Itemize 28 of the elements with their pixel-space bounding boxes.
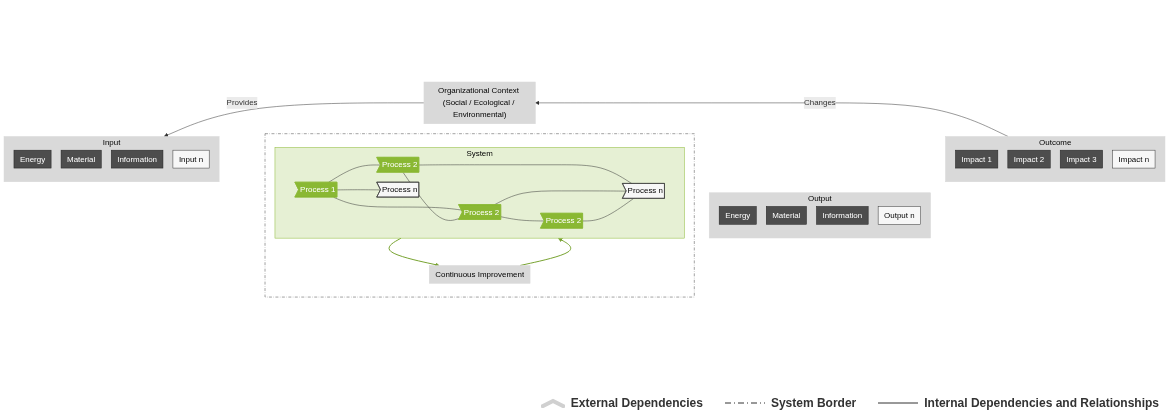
node-box (13, 150, 52, 169)
node-box (172, 150, 210, 169)
node-box (111, 150, 164, 169)
connector (336, 189, 381, 191)
legend-text: Internal Dependencies and Relationships (924, 396, 1159, 410)
cluster (264, 133, 695, 298)
cluster (708, 192, 931, 239)
connector (494, 191, 627, 206)
cluster (274, 147, 685, 239)
legend-text: System Border (770, 396, 857, 410)
node-box (60, 150, 102, 169)
cluster (945, 136, 1166, 183)
node-box (1007, 150, 1051, 169)
node-box (1112, 150, 1156, 169)
connector (418, 165, 633, 185)
node-box (423, 82, 536, 125)
node-box (1059, 150, 1103, 169)
node-box (718, 206, 757, 226)
node-box (429, 265, 531, 285)
node-box (816, 206, 869, 226)
connector (402, 172, 460, 222)
cluster (3, 136, 220, 183)
legend-text: External Dependencies (570, 396, 703, 410)
connector (333, 197, 462, 211)
node-box (766, 206, 807, 226)
node-box (877, 206, 921, 226)
connector (582, 198, 634, 222)
node-box (955, 150, 999, 169)
